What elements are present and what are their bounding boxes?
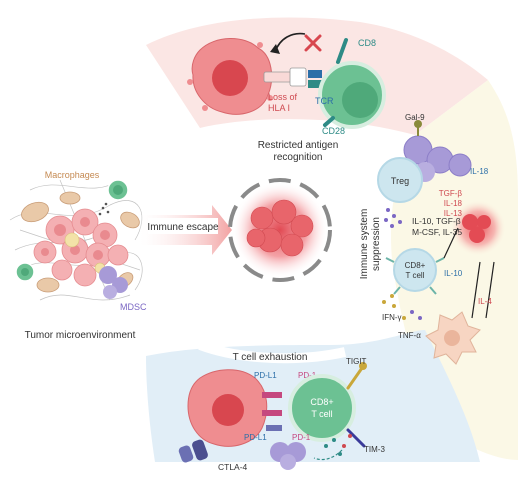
treg-cell xyxy=(377,157,423,203)
cd8-tcell-bottom-line2: T cell xyxy=(311,409,332,419)
tim3-label: TIM-3 xyxy=(364,445,385,454)
exhaustion-arrow xyxy=(313,449,343,461)
tumor-cell-top xyxy=(187,38,273,115)
pd1-label-b: PD-1 xyxy=(292,433,311,442)
immune-escape-label-bg xyxy=(148,218,218,234)
suppression-tumor xyxy=(450,200,506,256)
il18-label-b: IL-18 xyxy=(444,199,463,208)
cd8-tcell-middle xyxy=(385,248,445,295)
macrophages-label: Macrophages xyxy=(45,170,100,180)
ctla4-label: CTLA-4 xyxy=(218,462,248,472)
dendritic-cell xyxy=(425,311,481,365)
loss-hla-label-line1: Loss of xyxy=(268,92,298,102)
il13-label: IL-13 xyxy=(444,209,463,218)
cytokine-dots-a xyxy=(384,208,402,228)
suppression-title-line1: Immune system xyxy=(359,209,370,280)
cd8-tcell-bottom xyxy=(288,362,367,448)
cd8-tcell-mid-line2: T cell xyxy=(406,271,425,280)
mdsc-label: MDSC xyxy=(120,302,147,312)
gal9-label: Gal-9 xyxy=(405,113,425,122)
gal9-cells xyxy=(403,120,472,182)
exhaustion-dots xyxy=(324,434,352,456)
tme-tcell-2 xyxy=(15,262,35,282)
tigit-label: TIGIT xyxy=(346,357,367,366)
block-x-icon xyxy=(304,34,322,52)
exhaustion-title: T cell exhaustion xyxy=(233,352,308,363)
cd28-label: CD28 xyxy=(322,126,345,136)
il4-label: IL-4 xyxy=(478,297,492,306)
pdl1-label-b: PD-L1 xyxy=(244,433,267,442)
central-tumor xyxy=(228,178,332,282)
exhaustion-purple-cells xyxy=(270,442,306,470)
pd1-label-a: PD-1 xyxy=(298,371,317,380)
cd8-label: CD8 xyxy=(358,38,376,48)
cytokine-dots-b xyxy=(382,294,422,320)
tumor-microenvironment-label: Tumor microenvironment xyxy=(25,330,136,341)
tcr-label: TCR xyxy=(315,96,334,106)
ifng-label: IFN-γ xyxy=(382,313,402,322)
il18-label-a: IL-18 xyxy=(470,167,489,176)
tnfa-label: TNF-α xyxy=(398,331,421,340)
loss-hla-label-line2: HLA I xyxy=(268,103,290,113)
cytokines-line1: IL-10, TGF-β xyxy=(412,216,461,226)
cd8-tcell-mid-line1: CD8+ xyxy=(405,261,426,270)
cd8-tcell-top xyxy=(318,38,386,129)
cytokines-line2: M-CSF, IL-35 xyxy=(412,227,462,237)
ctla4-receptor xyxy=(178,439,208,463)
restricted-antigen-title-line2: recognition xyxy=(274,152,323,163)
tumor-cell-bottom xyxy=(187,369,268,447)
pdl1-label-a: PD-L1 xyxy=(254,371,277,380)
tgfb-red-label: TGF-β xyxy=(439,189,463,198)
restricted-antigen-title-line1: Restricted antigen xyxy=(258,140,339,151)
tumor-microenvironment-illustration xyxy=(9,179,143,301)
il10-label: IL-10 xyxy=(444,269,463,278)
suppression-arrows xyxy=(443,227,495,319)
loss-hla-receptor xyxy=(263,67,307,87)
treg-label: Treg xyxy=(391,176,409,186)
tcr-receptor xyxy=(308,70,322,88)
tme-tcell xyxy=(107,179,129,201)
checkpoint-receptors xyxy=(262,392,282,431)
suppression-title-line2: suppression xyxy=(371,217,382,271)
mdsc-cells xyxy=(99,266,128,299)
cd8-tcell-bottom-line1: CD8+ xyxy=(310,397,333,407)
immune-escape-label: Immune escape xyxy=(147,222,219,233)
